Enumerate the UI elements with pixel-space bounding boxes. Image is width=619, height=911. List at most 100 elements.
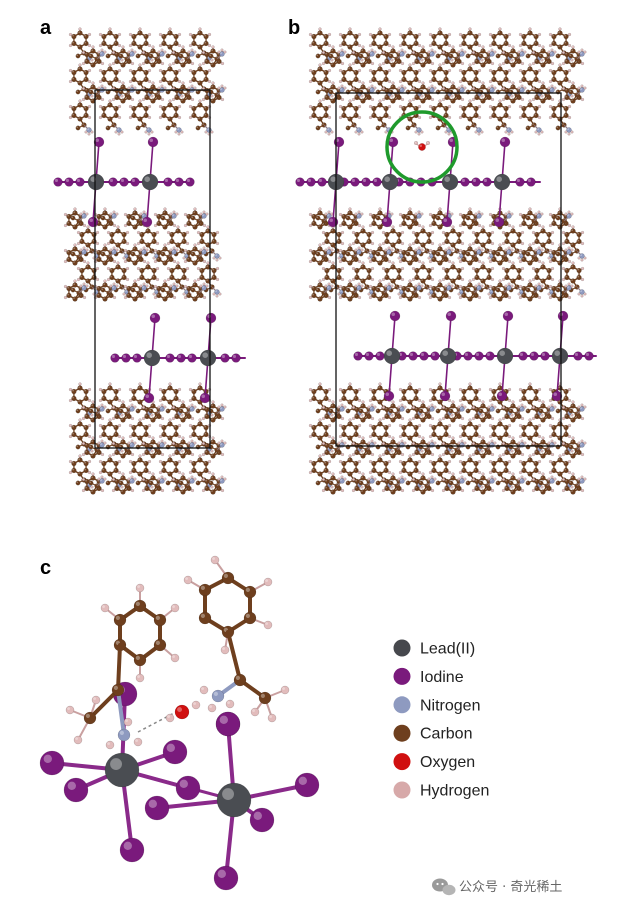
carbon-atom (563, 33, 569, 40)
hydrogen-atom (357, 210, 361, 214)
hydrogen-atom (177, 423, 182, 428)
carbon-atom (135, 125, 141, 131)
hydrogen-atom (87, 470, 92, 475)
carbon-atom (341, 105, 347, 112)
hydrogen-atom (321, 266, 326, 271)
hydrogen-atom (507, 246, 511, 250)
carbon-atom (113, 76, 119, 83)
carbon-atom (435, 215, 441, 221)
carbon-atom (195, 480, 201, 486)
hydrogen-atom (420, 212, 424, 216)
carbon-atom (383, 105, 389, 112)
hydrogen-atom (111, 477, 116, 482)
hydrogen-atom (327, 115, 332, 120)
organic-cation (111, 472, 137, 495)
carbon-atom (563, 76, 569, 83)
hydrogen-atom (580, 84, 584, 88)
hydrogen-atom (147, 459, 152, 464)
hydrogen-atom (211, 45, 215, 49)
hydrogen-atom (215, 241, 220, 246)
hydrogen-atom (351, 277, 356, 282)
carbon-atom (401, 256, 407, 263)
hydrogen-atom (76, 230, 81, 235)
hydrogen-atom (511, 81, 515, 85)
hydrogen-atom (142, 282, 146, 286)
carbon-atom (311, 33, 317, 40)
hydrogen-atom (145, 284, 149, 288)
hydrogen-atom (193, 207, 197, 211)
carbon-atom (384, 267, 390, 274)
carbon-atom (383, 112, 389, 119)
hydrogen-atom (523, 86, 527, 90)
hydrogen-atom (97, 86, 101, 90)
hydrogen-atom (340, 84, 344, 88)
carbon-atom (181, 267, 187, 274)
hydrogen-atom (138, 382, 142, 386)
hydrogen-atom (160, 97, 165, 102)
carbon-atom (173, 33, 179, 40)
carbon-atom (66, 292, 72, 299)
hydrogen-atom (127, 405, 131, 409)
carbon-atom (486, 231, 492, 238)
hydrogen-atom (185, 241, 190, 246)
carbon-atom (555, 251, 561, 257)
carbon-atom (521, 220, 527, 227)
hydrogen-atom (120, 449, 124, 453)
carbon-atom (137, 30, 143, 36)
hydrogen-atom (468, 27, 472, 31)
panel-a-structure (53, 27, 246, 495)
hydrogen-atom (152, 292, 156, 296)
hydrogen-atom (169, 212, 173, 216)
carbon-atom (354, 231, 360, 238)
hydrogen-atom (177, 387, 182, 392)
carbon-atom (414, 58, 420, 65)
carbon-atom (354, 267, 360, 274)
hydrogen-atom (567, 259, 572, 264)
carbon-atom (551, 105, 557, 112)
hydrogen-atom (120, 94, 124, 98)
hydrogen-atom (98, 387, 103, 392)
carbon-atom (377, 66, 383, 72)
organic-cation (171, 472, 197, 495)
carbon-atom (413, 76, 419, 83)
hydrogen-atom (391, 81, 395, 85)
carbon-atom (203, 105, 209, 112)
hydrogen-atom (190, 84, 194, 88)
hydrogen-atom (111, 97, 116, 102)
hydrogen-atom (122, 256, 126, 260)
carbon-atom (83, 424, 89, 431)
hydrogen-atom (81, 61, 86, 66)
carbon-atom (341, 40, 347, 47)
hydrogen-atom (537, 32, 542, 37)
hydrogen-atom (103, 441, 107, 445)
carbon-atom (401, 33, 407, 40)
carbon-atom (371, 105, 377, 112)
carbon-atom (151, 238, 157, 245)
hydrogen-atom (547, 256, 551, 260)
hydrogen-atom (215, 266, 220, 271)
hydrogen-atom (398, 259, 403, 264)
carbon-atom (353, 69, 359, 76)
carbon-atom (324, 231, 330, 238)
carbon-atom (431, 256, 437, 263)
hydrogen-atom (357, 223, 362, 228)
hydrogen-atom (368, 68, 373, 73)
hydrogen-atom (337, 50, 341, 54)
carbon-atom (461, 112, 467, 119)
carbon-atom (173, 388, 179, 395)
hydrogen-atom (160, 48, 164, 52)
apical-iodine-atom (143, 392, 155, 404)
hydrogen-atom (111, 452, 116, 457)
carbon-atom (199, 274, 205, 281)
hydrogen-atom (361, 45, 365, 49)
carbon-atom (85, 228, 91, 234)
carbon-atom (495, 53, 501, 59)
hydrogen-atom (411, 241, 416, 246)
hydrogen-atom (139, 284, 143, 288)
hydrogen-atom (138, 99, 142, 103)
carbon-atom (66, 220, 72, 227)
carbon-atom (503, 112, 509, 119)
hydrogen-atom (370, 241, 375, 246)
carbon-atom (192, 210, 198, 216)
hydrogen-atom (498, 63, 502, 67)
